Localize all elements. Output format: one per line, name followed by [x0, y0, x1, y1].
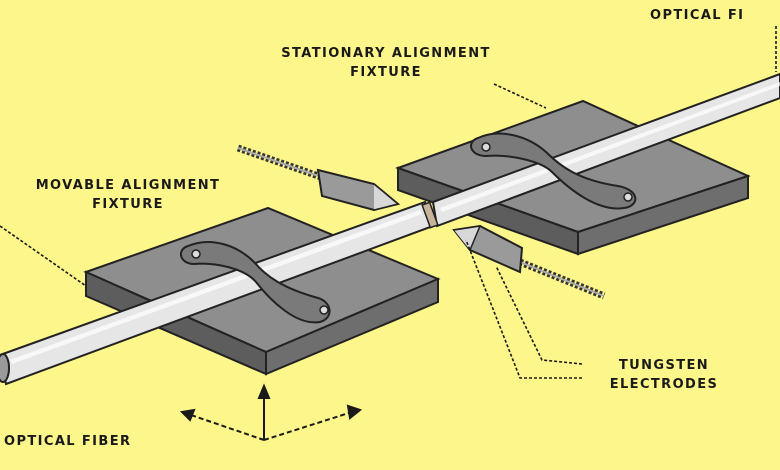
fiber-splice-joint	[421, 201, 439, 229]
movable-clamp	[179, 241, 331, 324]
label-tungsten-electrodes: TUNGSTEN ELECTRODES	[584, 356, 744, 394]
leader-stationary	[493, 83, 547, 109]
label-movable-line2: FIXTURE	[92, 197, 164, 212]
optical-fiber-right	[421, 72, 780, 229]
label-optical-fiber-bottom: OPTICAL FIBER	[4, 432, 131, 451]
label-stationary-line2: FIXTURE	[350, 65, 422, 80]
label-movable-line1: MOVABLE ALIGNMENT	[35, 178, 221, 193]
label-movable-fixture: MOVABLE ALIGNMENT FIXTURE	[2, 176, 254, 214]
tungsten-electrode-upper	[236, 144, 401, 212]
stationary-clamp	[470, 132, 637, 210]
label-optical-fiber-bottom-text: OPTICAL FIBER	[4, 434, 132, 449]
label-optical-fiber-top-text: OPTICAL FI	[650, 8, 745, 23]
leader-tungsten-upper	[495, 265, 583, 365]
label-optical-fiber-top: OPTICAL FI	[650, 6, 744, 25]
label-stationary-line1: STATIONARY ALIGNMENT	[281, 46, 491, 61]
leader-movable	[0, 225, 87, 287]
leader-tungsten-lower	[465, 239, 582, 379]
leader-lines	[0, 26, 777, 379]
fiber-end-left	[0, 353, 10, 383]
arrow-right	[263, 411, 353, 441]
label-tungsten-line1: TUNGSTEN	[618, 358, 710, 373]
arrow-left	[187, 413, 265, 441]
tungsten-electrode-lower	[452, 224, 606, 300]
label-tungsten-line2: ELECTRODES	[609, 377, 719, 392]
motion-arrows	[179, 383, 363, 441]
label-stationary-fixture: STATIONARY ALIGNMENT FIXTURE	[236, 44, 536, 82]
movable-fixture-side	[265, 277, 439, 376]
stationary-fixture-side	[577, 174, 749, 256]
